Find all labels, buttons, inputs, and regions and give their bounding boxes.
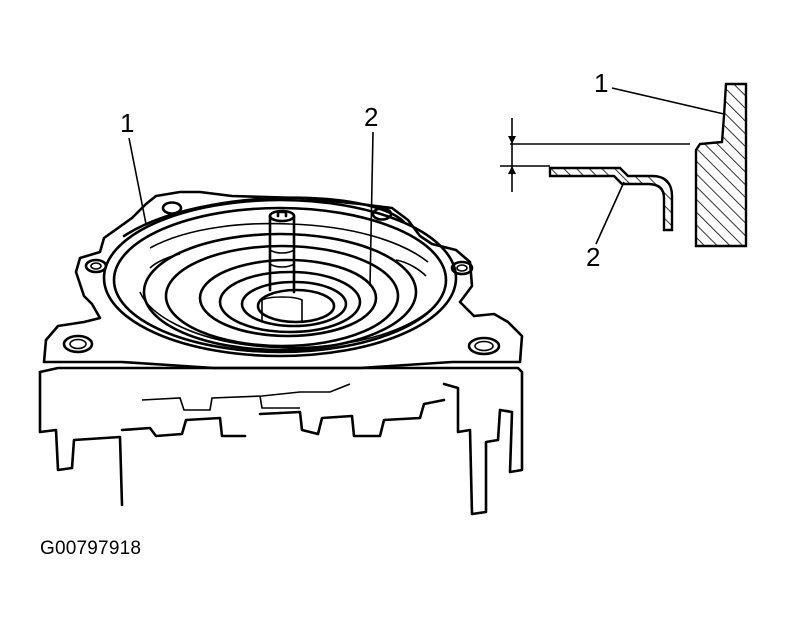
callout-label: 2 <box>364 102 378 132</box>
bolt-hole <box>62 334 94 354</box>
callout-label: 1 <box>594 68 608 98</box>
callout-label: 2 <box>586 242 600 272</box>
input-shaft <box>261 209 303 322</box>
bolt-hole <box>467 336 501 356</box>
callout-main-1: 1 <box>120 108 147 225</box>
housing-section <box>694 82 748 248</box>
figure-id: G00797918 <box>40 538 142 559</box>
callout-detail-2: 2 <box>586 181 625 272</box>
callout-main-2: 2 <box>364 102 378 287</box>
transmission-housing <box>38 190 524 516</box>
bolt-hole <box>450 260 474 276</box>
callout-label: 1 <box>120 108 134 138</box>
snap-ring-section <box>548 166 674 232</box>
bolt-hole <box>84 258 108 274</box>
clearance-dimension <box>500 118 690 192</box>
callout-detail-1: 1 <box>594 68 725 115</box>
cross-section-detail <box>500 82 748 248</box>
